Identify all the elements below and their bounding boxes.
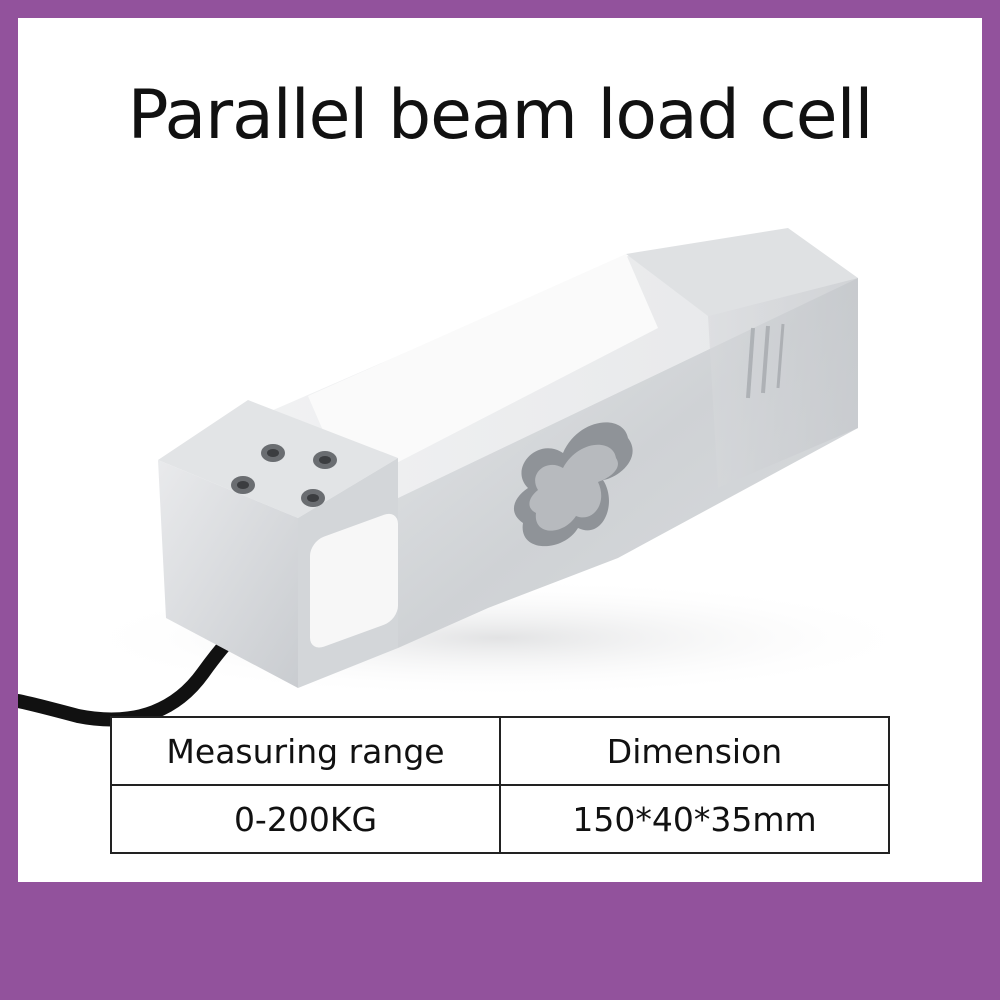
cell-dimension: 150*40*35mm bbox=[499, 784, 890, 854]
strain-cutout-inner bbox=[529, 444, 618, 531]
engraved-marking bbox=[746, 323, 785, 399]
left-end-face bbox=[158, 460, 298, 688]
page-title: Parallel beam load cell bbox=[127, 76, 874, 155]
right-end-face bbox=[708, 278, 858, 488]
mount-block-top bbox=[626, 228, 858, 316]
side-recess bbox=[310, 513, 398, 648]
load-cell-image bbox=[18, 228, 928, 727]
table-header-row: Measuring range Dimension bbox=[110, 716, 890, 786]
gauge-cover bbox=[308, 254, 658, 488]
mounting-holes bbox=[231, 444, 337, 507]
cell-measuring-range: 0-200KG bbox=[110, 784, 501, 854]
table-row: 0-200KG 150*40*35mm bbox=[110, 784, 890, 854]
product-card: Parallel beam load cell bbox=[18, 18, 982, 882]
header-measuring-range: Measuring range bbox=[110, 716, 501, 786]
header-dimension: Dimension bbox=[499, 716, 890, 786]
spec-table: Measuring range Dimension 0-200KG 150*40… bbox=[110, 716, 890, 854]
